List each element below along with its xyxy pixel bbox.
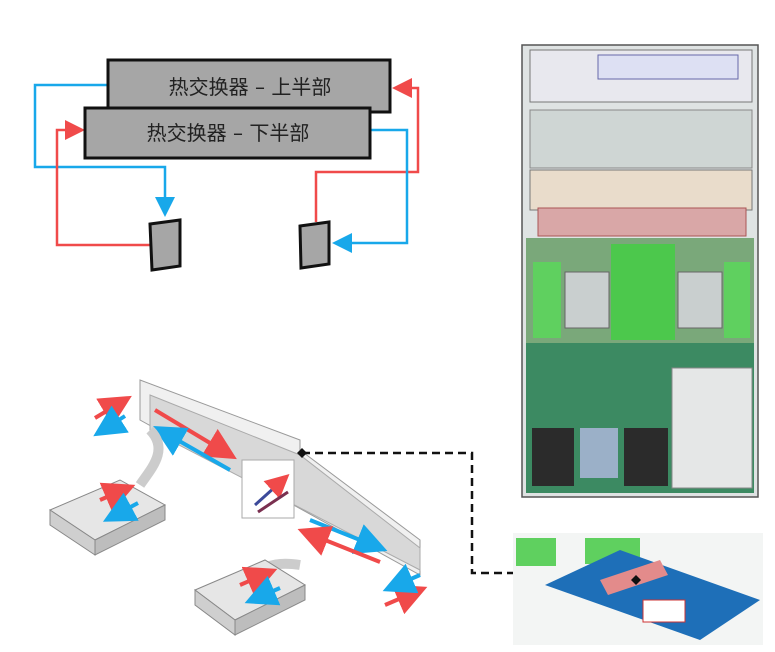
lower-heat-exchanger [83, 106, 372, 160]
schematic: 热交换器 – 上半部 热交换器 – 下半部 [33, 58, 420, 272]
cold-plate-right [298, 220, 331, 270]
upper-heat-exchanger [106, 58, 392, 114]
cold-line-left [33, 83, 175, 217]
hot-line-right [314, 78, 420, 222]
hot-line-left [55, 120, 150, 247]
upper-exchanger-label: 热交换器 – 上半部 [169, 75, 332, 99]
cold-line-right [332, 128, 409, 253]
heat-exchanger-3d [48, 379, 428, 636]
callout-leader [297, 448, 545, 575]
inset-installed-view [513, 533, 763, 645]
server-top-view [521, 44, 759, 498]
lower-exchanger-label: 热交换器 – 下半部 [147, 121, 310, 145]
flow-crossover [241, 459, 295, 519]
cold-plate-left [148, 218, 182, 272]
